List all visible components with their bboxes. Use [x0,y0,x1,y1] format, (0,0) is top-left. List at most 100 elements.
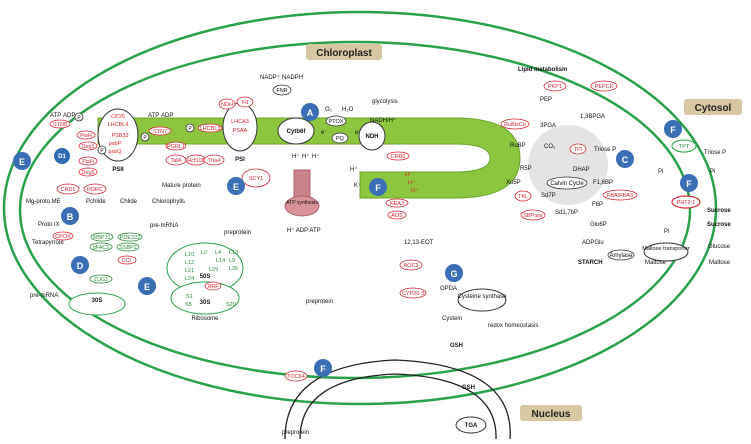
sd7p-label: Sd7P [541,193,556,199]
gene-pepck: PEPCK [595,84,614,90]
chlorophylls-label: Chlorophylls [152,199,185,205]
badge-f-1-label: F [375,183,381,193]
ribosomal-protein-l35: L35 [229,266,238,272]
pq-oval [331,132,349,144]
badge-g [445,264,463,282]
badge-g-label: G [450,269,457,279]
ribosomal-protein-l21: L21 [185,268,194,274]
badge-e-1-label: E [19,157,25,167]
gene-zug1: ZUG1 [94,277,109,283]
f6p-label: F6P [592,202,603,208]
psii-label: PSII [112,167,124,173]
preprotein-label-1: preprotein [224,230,251,236]
cell-outer-membrane [2,10,718,406]
atp-psi: ATP [148,113,159,119]
badge-d [71,256,89,274]
triose-p-cytosol-label: Triose P [704,150,726,156]
triose-p-label: Triose P [594,147,616,153]
gsh-label-2: GSH [462,385,475,391]
gene-gfac1: gFAC1 [93,245,110,251]
maltose-cytosol-label: Maltose [709,260,731,266]
ribosomal-protein-l14: L14 [216,258,225,264]
maltose-transporter-oval [643,242,689,262]
gene-ccl: CCL [121,258,132,264]
pht-label: PHT2;1 [677,200,696,206]
3pga-label: 3PGA [540,123,556,129]
gene-toc64: TOC64 [287,374,305,380]
h-red-3: H⁺ [411,187,418,194]
tga-oval [455,416,487,434]
ftsh2-oval [78,156,98,166]
badge-e-3-label: E [144,282,150,292]
fnr-oval [272,84,292,96]
atp-psii: ATP [50,113,61,119]
cysteine-synthase-oval [457,288,507,312]
stn7-oval [148,126,172,136]
fnr-label: FNR [276,88,287,94]
nucleus-inner-membrane [299,373,497,440]
crd1-oval [56,183,80,195]
co2-label: CO₂ [544,144,556,150]
cyp20-oval [399,287,427,299]
gene-fba: FBA/FBA3 [607,193,633,199]
h-red-2: H⁺ [408,179,415,186]
aoc3-oval [399,259,423,271]
preprotein-label-3: preprotein [282,430,309,436]
zug1-oval [89,274,113,284]
badge-f-3-label: F [670,125,676,135]
eot-label: 12,13-EOT [404,240,434,246]
badge-f-2 [314,359,332,377]
ndh-complex [358,121,386,151]
gene-cyp20: CYP20-3 [402,291,424,297]
cytosol-label: Cytosol [695,103,732,114]
badge-a-label: A [307,108,314,118]
adp-psii: ADP [63,113,75,119]
gene-psb33: PSB33 [111,133,128,139]
redox-label: redox homeostasis [488,323,538,329]
electron-2: e⁻ [355,130,362,136]
badge-b-label: B [67,212,74,222]
badge-e-2-label: E [233,182,239,192]
badge-c-label: C [622,155,629,165]
atp-synthesis-label: ATP synthesis [286,200,318,206]
aos-oval [387,210,407,220]
psi-complex [222,102,258,152]
gene-ftsh: FtsH [80,133,92,139]
gene-psbq: psbQ [108,149,122,155]
phosphate-marker-4 [185,123,195,133]
sbpase-oval [520,209,546,221]
f16bp-label: F1,6BP [593,180,613,186]
nadph-label: NADPH [282,75,303,81]
ribosome-30s-label: 30S [200,300,211,306]
gene-crr6: CRR6 [391,154,406,160]
gene-pgrl1: PGRL1 [167,144,185,150]
badge-e-1 [13,152,31,170]
d1-label: D1 [58,154,66,160]
rubisco-oval [500,118,530,130]
gene-cp26: CP26 [111,114,125,120]
gene-cpox: CPOX [55,234,71,240]
badge-b [61,207,79,225]
cysteine-synthase-label: Cysteine synthase [457,294,507,300]
ssbp2-oval [116,242,140,252]
gene-sbpase: SBPase [523,213,543,219]
ribosomal-protein-l24: L24 [185,276,194,282]
ribosomal-protein-s20: S20 [226,302,236,308]
pde322-oval [117,232,143,242]
ptox-label: PTOX [329,119,344,125]
ndh-gene-oval [218,98,236,110]
glucose-label: Glucose [708,244,731,250]
amylase-label: Amylase [609,253,633,259]
maltose-label: Maltose [645,260,667,266]
o2-label: O₂ [325,107,333,113]
xu5p-label: Xu5P [506,180,521,186]
ribosomal-protein-l12: L12 [185,260,194,266]
porc-oval [83,183,107,195]
maltose-transporter-label: Maltose transporter [642,246,690,252]
lhcbl3-oval [197,123,223,133]
gene-deg5: Deg5 [81,170,94,176]
gfac1-oval [89,242,113,252]
k-plus-label: K⁺ [354,182,361,189]
gene-rrf: RRF [207,284,219,290]
